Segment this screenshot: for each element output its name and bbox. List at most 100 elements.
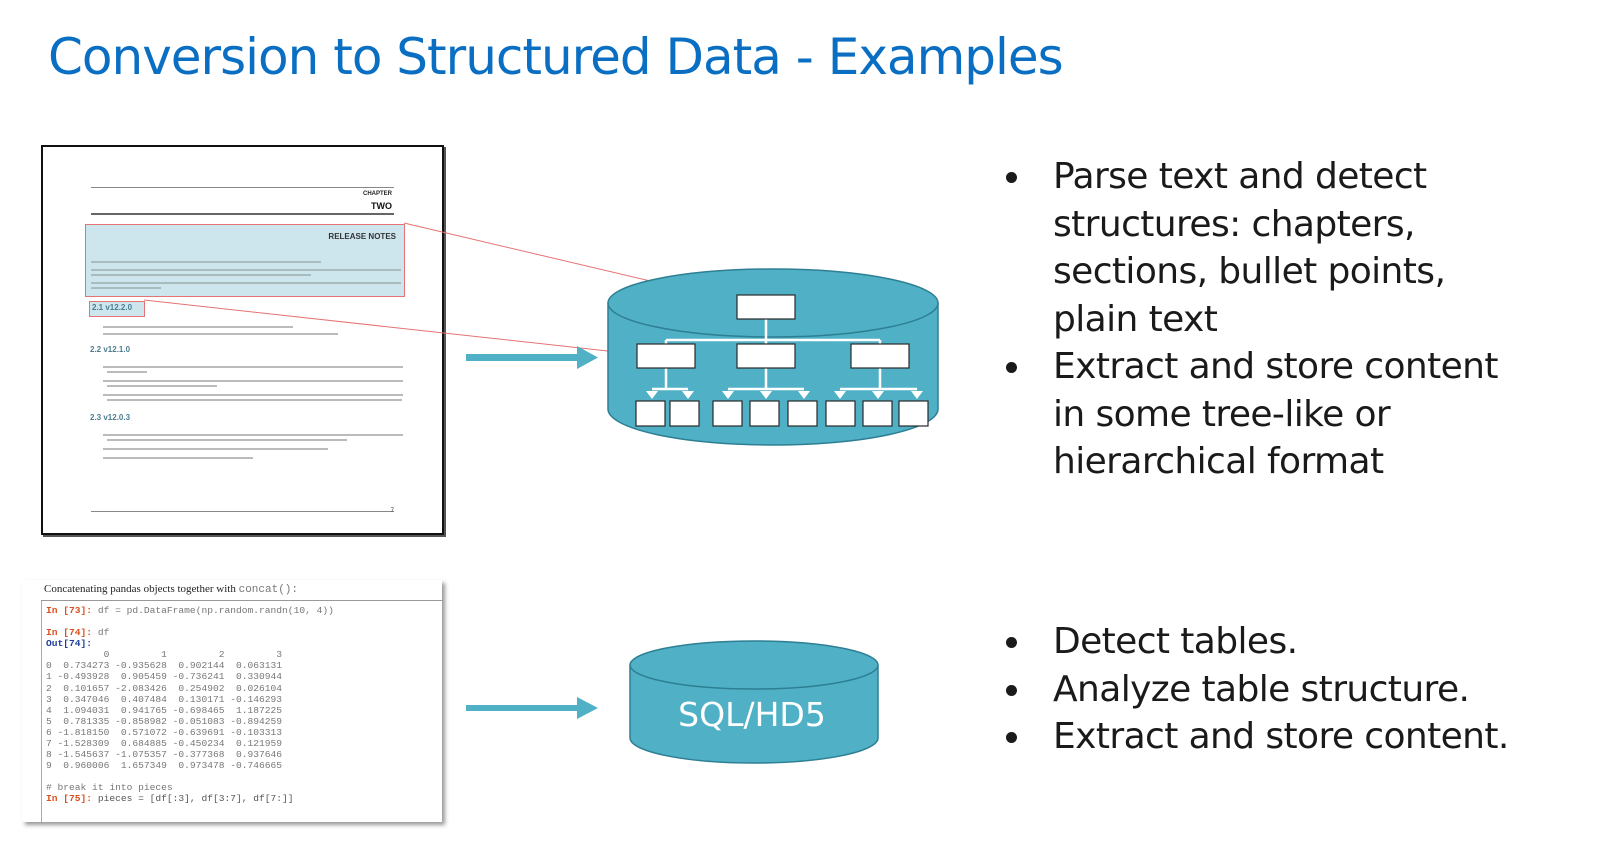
- bullet-line-text: sections, bullet points,: [1053, 251, 1446, 292]
- code-text: pieces = [df[:3], df[3:7], df[7:]]: [92, 793, 294, 805]
- bullet-item: Detect tables.: [1000, 618, 1600, 666]
- tree-node-leaf: [749, 400, 780, 427]
- connector-line-section: [143, 299, 663, 358]
- code-line-in74: In [74]: df: [46, 627, 442, 638]
- cylinder-top: [629, 640, 879, 690]
- bullet-line-text: plain text: [1053, 298, 1218, 340]
- bullet-line-text: hierarchical format: [1053, 441, 1384, 482]
- blank-line: [46, 771, 442, 782]
- bullet-line: [107, 385, 217, 387]
- bullet-line: [103, 448, 328, 450]
- bullet-item: Parse text and detect structures: chapter…: [1000, 153, 1560, 343]
- dataframe-row: 2 0.101657 -2.083426 0.254902 0.026104: [46, 682, 283, 694]
- page-bottom-rule: [91, 511, 394, 512]
- caption-text: Concatenating pandas objects together wi…: [44, 583, 239, 595]
- database-label: SQL/HD5: [678, 695, 826, 734]
- bullet-line-text: Extract and store content: [1053, 346, 1498, 387]
- bullet-dot-icon: [1006, 684, 1017, 696]
- caption-code: concat():: [238, 584, 299, 596]
- tree-node-root: [736, 294, 796, 320]
- text-line: [91, 274, 311, 276]
- tree-node-child: [736, 343, 796, 369]
- chapter-rule: [91, 213, 394, 215]
- tree-node-leaf: [825, 400, 856, 427]
- chapter-label: CHAPTER: [362, 191, 392, 197]
- dataframe-row: 7 -1.528309 0.684885 -0.450234 0.121959: [46, 738, 283, 750]
- dataframe-row: 3 0.347046 0.407484 0.130171 -0.146293: [46, 693, 283, 705]
- bullet-item: Extract and store content in some tree-li…: [1000, 343, 1560, 486]
- dataframe-row: 8 -1.545637 -1.075357 -0.377368 0.937646: [46, 749, 283, 761]
- dataframe-row: 9 0.960006 1.657349 0.973478 -0.746665: [46, 760, 283, 772]
- blank-line: [46, 616, 442, 627]
- code-text: df = pd.DataFrame(np.random.randn(10, 4)…: [92, 605, 334, 616]
- tree-node-leaf: [898, 400, 929, 427]
- text-line: [91, 287, 161, 289]
- text-line: [91, 261, 321, 263]
- bullet-line: [107, 371, 147, 373]
- bullet-line: [103, 380, 403, 382]
- section-heading: 2.1 v12.2.0: [92, 303, 133, 312]
- code-line-in75: In [75]: pieces = [df[:3], df[3:7], df[7…: [46, 793, 442, 804]
- tree-node-leaf: [669, 400, 700, 427]
- code-text: df: [92, 627, 110, 639]
- bullet-line: [107, 439, 347, 441]
- bullet-item: Extract and store content.: [1000, 713, 1600, 761]
- tree-edges: [652, 319, 917, 391]
- tree-node-leaf: [712, 400, 743, 427]
- sql-database-cylinder: SQL/HD5: [629, 640, 879, 764]
- tree-node-leaf: [787, 400, 818, 427]
- code-comment: # break it into pieces: [46, 782, 173, 794]
- dataframe-header: 0 1 2 3: [46, 649, 283, 661]
- slide-title: Conversion to Structured Data - Examples: [48, 28, 1064, 86]
- output-prompt: Out[74]:: [46, 638, 93, 650]
- bullet-line: [103, 457, 253, 459]
- cylinder-body: [629, 665, 879, 764]
- section-heading: 2.2 v12.1.0: [90, 345, 131, 354]
- bullet-line: [103, 434, 403, 436]
- input-prompt: In [75]:: [46, 793, 93, 805]
- bullet-line-text: Extract and store content.: [1053, 716, 1509, 757]
- code-line-in73: In [73]: df = pd.DataFrame(np.random.ran…: [46, 605, 442, 616]
- bullet-line-text: in some tree-like or: [1053, 393, 1391, 435]
- bullet-dot-icon: [1006, 172, 1017, 183]
- tree-node-leaf: [862, 400, 893, 427]
- bullet-line-text: structures: chapters,: [1053, 203, 1415, 245]
- bullet-line: [103, 394, 403, 396]
- bullet-item: Analyze table structure.: [1000, 666, 1600, 714]
- bullet-line: [107, 399, 402, 401]
- dataframe-row: 6 -1.818150 0.571072 -0.639691 -0.103313: [46, 726, 283, 738]
- dataframe-row: 1 -0.493928 0.905459 -0.736241 0.330944: [46, 671, 283, 683]
- bullet-dot-icon: [1006, 637, 1017, 648]
- arrow-right-icon: [466, 697, 598, 719]
- bullet-dot-icon: [1006, 362, 1017, 373]
- release-notes-heading: RELEASE NOTES: [328, 232, 396, 241]
- text-line: [91, 282, 401, 284]
- bullet-line-text: Detect tables.: [1053, 621, 1298, 662]
- arrow-right-icon: [466, 346, 598, 369]
- bullet-dot-icon: [1006, 732, 1017, 743]
- input-prompt: In [73]:: [46, 605, 93, 616]
- section-highlight: [89, 301, 145, 317]
- code-block: In [73]: df = pd.DataFrame(np.random.ran…: [41, 600, 442, 822]
- tree-node-child: [636, 343, 696, 369]
- page-top-rule: [91, 187, 394, 188]
- document-page-thumbnail: CHAPTER TWO RELEASE NOTES 2.1 v12.2.0 2.…: [41, 145, 444, 535]
- release-notes-highlight: RELEASE NOTES: [85, 224, 405, 297]
- input-prompt: In [74]:: [46, 627, 93, 639]
- bullets-table-structure: Detect tables. Analyze table structure. Ex…: [1000, 618, 1600, 761]
- bullets-text-structure: Parse text and detect structures: chapter…: [1000, 153, 1560, 486]
- tree-nodes: [635, 294, 929, 427]
- tree-node-child: [850, 343, 910, 369]
- page-number: 7: [390, 508, 394, 514]
- text-line: [91, 269, 401, 271]
- bullet-line: [103, 366, 403, 368]
- tree-node-leaf: [635, 400, 666, 427]
- bullet-line: [103, 333, 338, 335]
- tree-database-cylinder: [607, 268, 939, 446]
- bullet-line-text: Analyze table structure.: [1053, 668, 1470, 710]
- dataframe-row: 5 0.781335 -0.858982 -0.051083 -0.894259: [46, 715, 283, 727]
- bullet-line-text: Parse text and detect: [1053, 156, 1427, 197]
- code-caption: Concatenating pandas objects together wi…: [44, 583, 298, 596]
- code-snippet-card: Concatenating pandas objects together wi…: [22, 580, 442, 822]
